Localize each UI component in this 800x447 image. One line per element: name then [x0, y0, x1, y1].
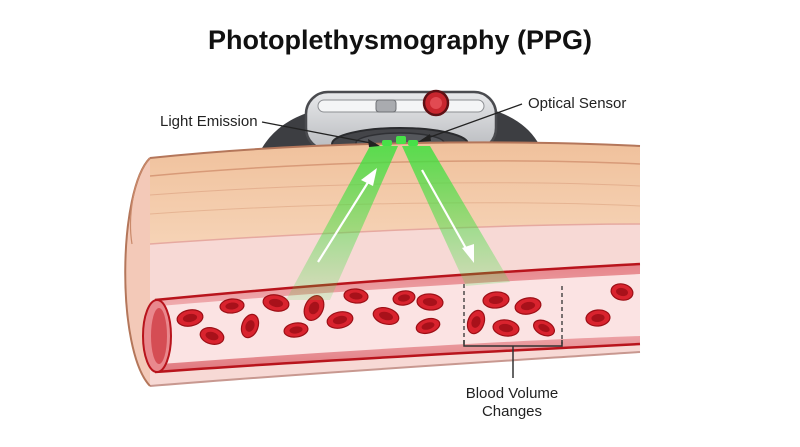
page-title: Photoplethysmography (PPG) — [208, 25, 592, 55]
light-emission-leader — [261, 121, 377, 145]
up-arrow-icon — [361, 168, 377, 186]
red-blood-cell-center — [379, 311, 393, 321]
blood-volume-label-line1: Blood Volume — [466, 385, 559, 402]
red-blood-cell-center — [308, 301, 320, 315]
red-blood-cell-center — [538, 323, 550, 333]
red-blood-cell-center — [349, 292, 363, 300]
blood-volume-bracket — [463, 284, 563, 378]
red-blood-cell-center — [289, 326, 303, 334]
red-blood-cell-center — [205, 331, 219, 341]
led-emitter-icon — [382, 140, 392, 146]
optical-sensor-leader — [421, 103, 523, 141]
red-blood-cell-center — [616, 287, 628, 297]
red-blood-cell-center — [471, 316, 481, 328]
led-emitter-icon — [396, 136, 406, 144]
red-blood-cell-center — [398, 294, 410, 302]
photodiode-icon — [408, 140, 418, 146]
red-blood-cell-center — [268, 298, 284, 308]
red-blood-cell-center — [245, 320, 255, 332]
blood-volume-label-line2: Changes — [482, 403, 542, 420]
light-emission-label: Light Emission — [160, 113, 258, 130]
down-arrow-icon — [462, 244, 474, 263]
side-button — [375, 99, 397, 113]
light-beams — [286, 136, 510, 300]
red-blood-cell-center — [498, 323, 514, 333]
red-blood-cell-center — [182, 313, 198, 323]
red-blood-cells — [176, 283, 634, 345]
red-blood-cell-center — [422, 297, 438, 307]
red-blood-cell-center — [488, 295, 504, 305]
red-blood-cell-center — [591, 313, 605, 323]
red-blood-cell-center — [332, 315, 348, 325]
optical-sensor-label: Optical Sensor — [528, 95, 626, 112]
red-blood-cell-center — [225, 302, 239, 310]
red-blood-cell-center — [421, 322, 435, 330]
red-blood-cell-center — [520, 301, 536, 311]
